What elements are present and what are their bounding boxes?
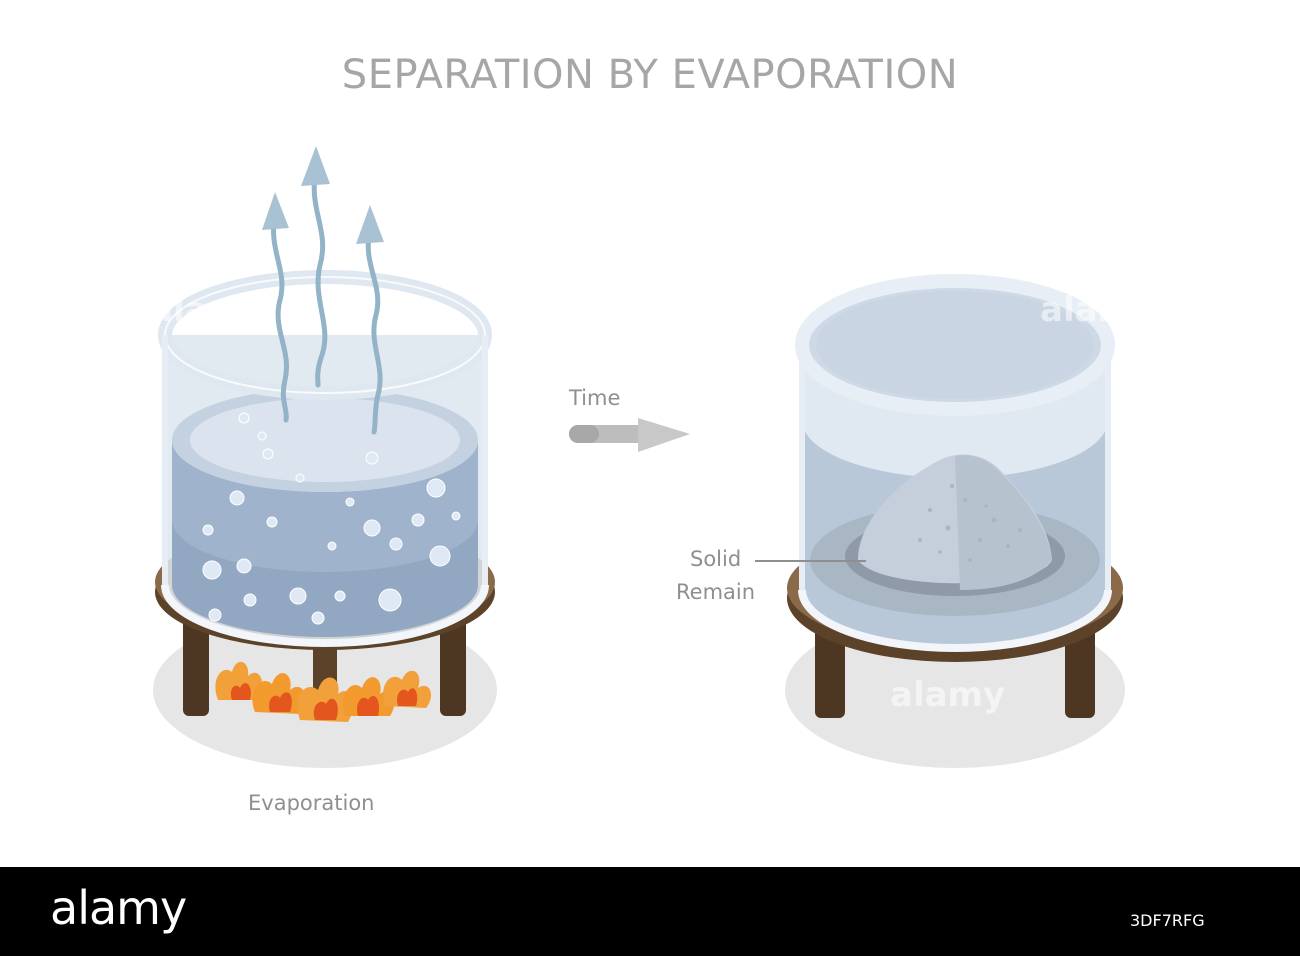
left-table-leg <box>183 618 209 716</box>
vapor-arrow-head <box>356 205 384 244</box>
image-id: 3DF7RFG <box>1130 911 1205 930</box>
alamy-logo: alamy <box>50 881 187 935</box>
flame-icon <box>215 661 432 722</box>
time-label: Time <box>569 386 621 410</box>
watermark: alamy <box>890 675 1006 715</box>
vapor-arrow-head <box>301 146 330 186</box>
vapor-arrow-icon <box>271 167 383 435</box>
footer-bar: alamy 3DF7RFG <box>0 867 1300 956</box>
right-apparatus <box>755 274 1125 768</box>
evaporation-scene <box>153 146 1125 768</box>
time-arrow-icon <box>569 418 690 452</box>
watermark: alamy <box>150 290 266 330</box>
remain-label: Remain <box>676 580 756 604</box>
solid-grains <box>918 484 1022 562</box>
right-table-leg <box>815 622 845 718</box>
evaporation-label: Evaporation <box>248 791 375 815</box>
bubbles <box>202 412 461 625</box>
diagram-title: SEPARATION BY EVAPORATION <box>341 52 959 98</box>
watermark: alamy <box>1040 290 1156 330</box>
right-table-leg <box>1065 622 1095 718</box>
left-apparatus <box>153 146 497 768</box>
solid-label: Solid <box>690 547 742 571</box>
vapor-arrow-head <box>262 192 289 230</box>
left-table-leg <box>440 618 466 716</box>
